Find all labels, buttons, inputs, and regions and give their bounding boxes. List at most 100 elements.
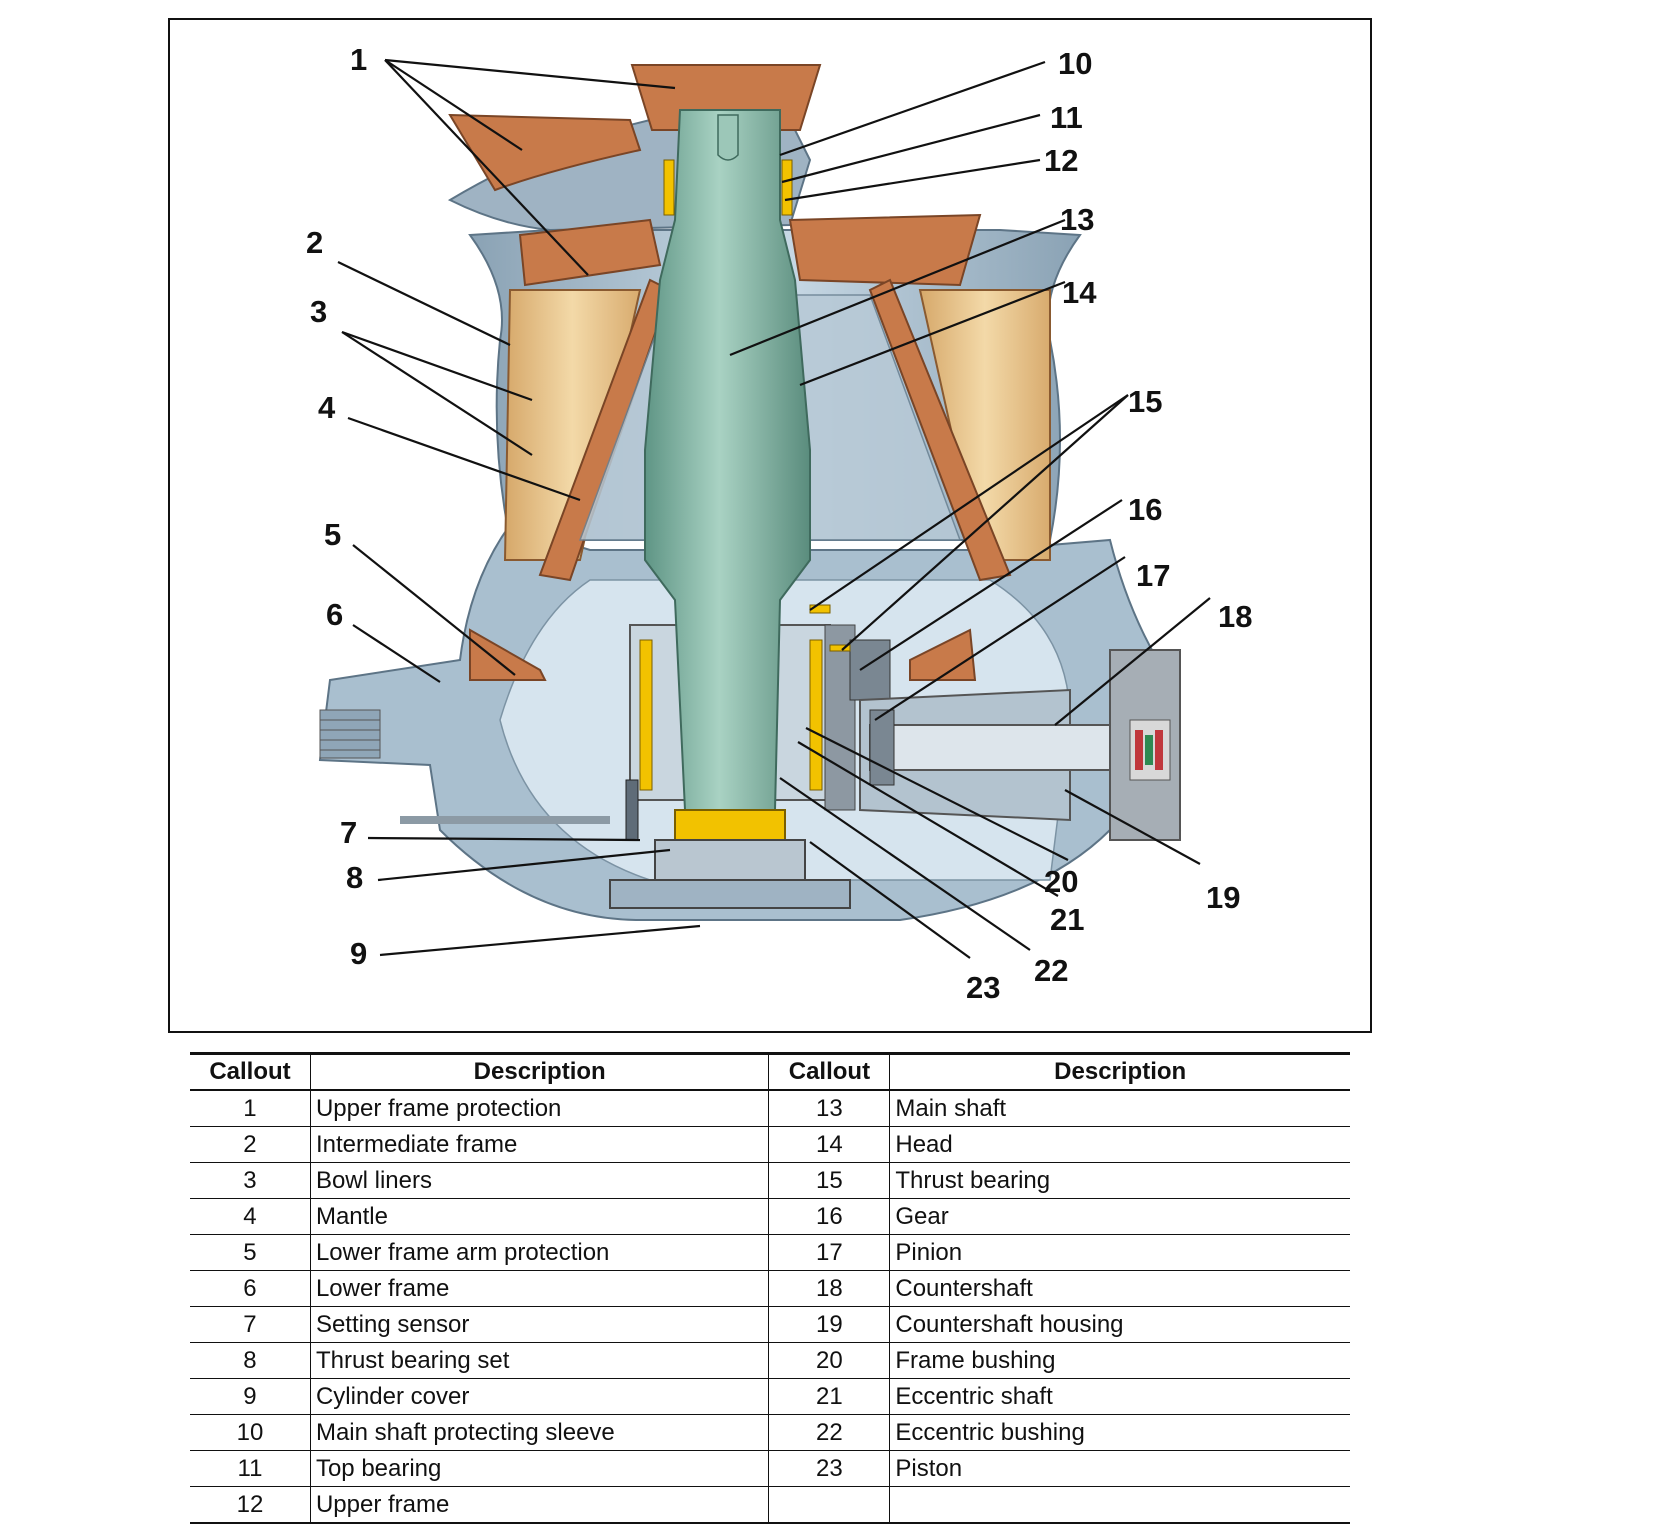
left-callout: 7 xyxy=(190,1306,311,1343)
callout-20: 20 xyxy=(1044,864,1078,899)
callout-23: 23 xyxy=(966,970,1000,1005)
right-description: Eccentric bushing xyxy=(889,1414,1350,1451)
left-description: Top bearing xyxy=(310,1450,770,1487)
left-callout: 8 xyxy=(190,1342,311,1379)
callout-1: 1 xyxy=(350,42,367,77)
callout-10: 10 xyxy=(1058,46,1092,81)
eccentric-bushing-right xyxy=(809,639,823,791)
right-callout: 16 xyxy=(768,1198,891,1235)
left-callout: 6 xyxy=(190,1270,311,1307)
leader-lines xyxy=(337,58,1211,959)
right-description: Countershaft xyxy=(889,1270,1350,1307)
right-description: Gear xyxy=(889,1198,1350,1235)
upper-frame-protection-ring-right xyxy=(788,213,982,287)
left-callout: 4 xyxy=(190,1198,311,1235)
callout-5: 5 xyxy=(324,517,341,552)
left-description: Mantle xyxy=(310,1198,770,1235)
right-callout: 13 xyxy=(768,1090,891,1127)
left-description: Lower frame arm protection xyxy=(310,1234,770,1271)
table-row: 11 Top bearing 23 Piston xyxy=(190,1450,1350,1487)
right-callout: 14 xyxy=(768,1126,891,1163)
left-description: Setting sensor xyxy=(310,1306,770,1343)
left-callout: 9 xyxy=(190,1378,311,1415)
right-description: Piston xyxy=(889,1450,1350,1487)
piston xyxy=(654,839,806,881)
right-callout: 15 xyxy=(768,1162,891,1199)
callout-legend-table: Callout Description Callout Description … xyxy=(190,1052,1350,1524)
setting-sensor xyxy=(625,779,639,841)
callout-3: 3 xyxy=(310,294,327,329)
crusher-cross-section-figure: 1 2 3 4 5 6 7 8 9 10 11 12 13 14 15 16 1… xyxy=(168,18,1372,1033)
table-row: 2 Intermediate frame 14 Head xyxy=(190,1126,1350,1163)
left-callout: 3 xyxy=(190,1162,311,1199)
callout-9: 9 xyxy=(350,936,367,971)
bowl-liner-left xyxy=(503,289,642,561)
right-callout: 22 xyxy=(768,1414,891,1451)
table-row: 4 Mantle 16 Gear xyxy=(190,1198,1350,1235)
left-description: Intermediate frame xyxy=(310,1126,770,1163)
table-row: 6 Lower frame 18 Countershaft xyxy=(190,1270,1350,1307)
top-bearing-right xyxy=(781,159,793,216)
callout-2: 2 xyxy=(306,225,323,260)
lower-frame-arm-protection-left xyxy=(469,628,547,681)
left-description: Main shaft protecting sleeve xyxy=(310,1414,770,1451)
callout-11: 11 xyxy=(1050,100,1083,135)
pulley-hub-red-2 xyxy=(1155,730,1163,770)
header-callout-right: Callout xyxy=(768,1052,891,1091)
callout-13: 13 xyxy=(1060,202,1094,237)
right-callout: 23 xyxy=(768,1450,891,1487)
thrust-bearing-lower xyxy=(829,644,851,652)
table-row: 9 Cylinder cover 21 Eccentric shaft xyxy=(190,1378,1350,1415)
callout-14: 14 xyxy=(1062,275,1097,310)
header-description-left: Description xyxy=(310,1052,770,1091)
table-row: 5 Lower frame arm protection 17 Pinion xyxy=(190,1234,1350,1271)
callout-16: 16 xyxy=(1128,492,1162,527)
gear xyxy=(849,639,891,701)
left-callout: 2 xyxy=(190,1126,311,1163)
left-description: Upper frame xyxy=(310,1486,770,1524)
right-description: Thrust bearing xyxy=(889,1162,1350,1199)
left-description: Thrust bearing set xyxy=(310,1342,770,1379)
eccentric-bushing-left xyxy=(639,639,653,791)
right-callout: 18 xyxy=(768,1270,891,1307)
right-callout: 20 xyxy=(768,1342,891,1379)
right-description: Countershaft housing xyxy=(889,1306,1350,1343)
callout-22: 22 xyxy=(1034,953,1068,988)
pinion xyxy=(869,709,895,786)
callout-4: 4 xyxy=(318,390,336,425)
callout-17: 17 xyxy=(1136,558,1170,593)
right-description xyxy=(889,1486,1350,1524)
right-callout: 19 xyxy=(768,1306,891,1343)
callout-18: 18 xyxy=(1218,599,1252,634)
crusher-cross-section-drawing: 1 2 3 4 5 6 7 8 9 10 11 12 13 14 15 16 1… xyxy=(306,42,1252,1005)
left-description: Cylinder cover xyxy=(310,1378,770,1415)
thrust-bearing-set xyxy=(674,809,786,841)
main-shaft-key-slot xyxy=(717,114,739,161)
right-description: Head xyxy=(889,1126,1350,1163)
countershaft xyxy=(869,724,1131,771)
callout-21: 21 xyxy=(1050,902,1084,937)
callout-6: 6 xyxy=(326,597,343,632)
callout-12: 12 xyxy=(1044,143,1078,178)
left-callout: 10 xyxy=(190,1414,311,1451)
right-callout xyxy=(768,1486,891,1524)
table-row: 8 Thrust bearing set 20 Frame bushing xyxy=(190,1342,1350,1379)
callout-15: 15 xyxy=(1128,384,1162,419)
table-row: 3 Bowl liners 15 Thrust bearing xyxy=(190,1162,1350,1199)
left-description: Bowl liners xyxy=(310,1162,770,1199)
left-callout: 11 xyxy=(190,1450,311,1487)
right-description: Pinion xyxy=(889,1234,1350,1271)
left-callout: 12 xyxy=(190,1486,311,1524)
callout-8: 8 xyxy=(346,860,363,895)
mantle-right xyxy=(868,278,1012,582)
right-description: Main shaft xyxy=(889,1090,1350,1127)
cylinder-cover xyxy=(609,879,851,909)
top-bearing-left xyxy=(663,159,675,216)
right-callout: 17 xyxy=(768,1234,891,1271)
header-description-right: Description xyxy=(889,1052,1350,1091)
table-row: 1 Upper frame protection 13 Main shaft xyxy=(190,1090,1350,1127)
table-row: 12 Upper frame xyxy=(190,1486,1350,1524)
table-row: 7 Setting sensor 19 Countershaft housing xyxy=(190,1306,1350,1343)
pulley-hub-red xyxy=(1135,730,1143,770)
legend-header-row: Callout Description Callout Description xyxy=(190,1052,1350,1091)
